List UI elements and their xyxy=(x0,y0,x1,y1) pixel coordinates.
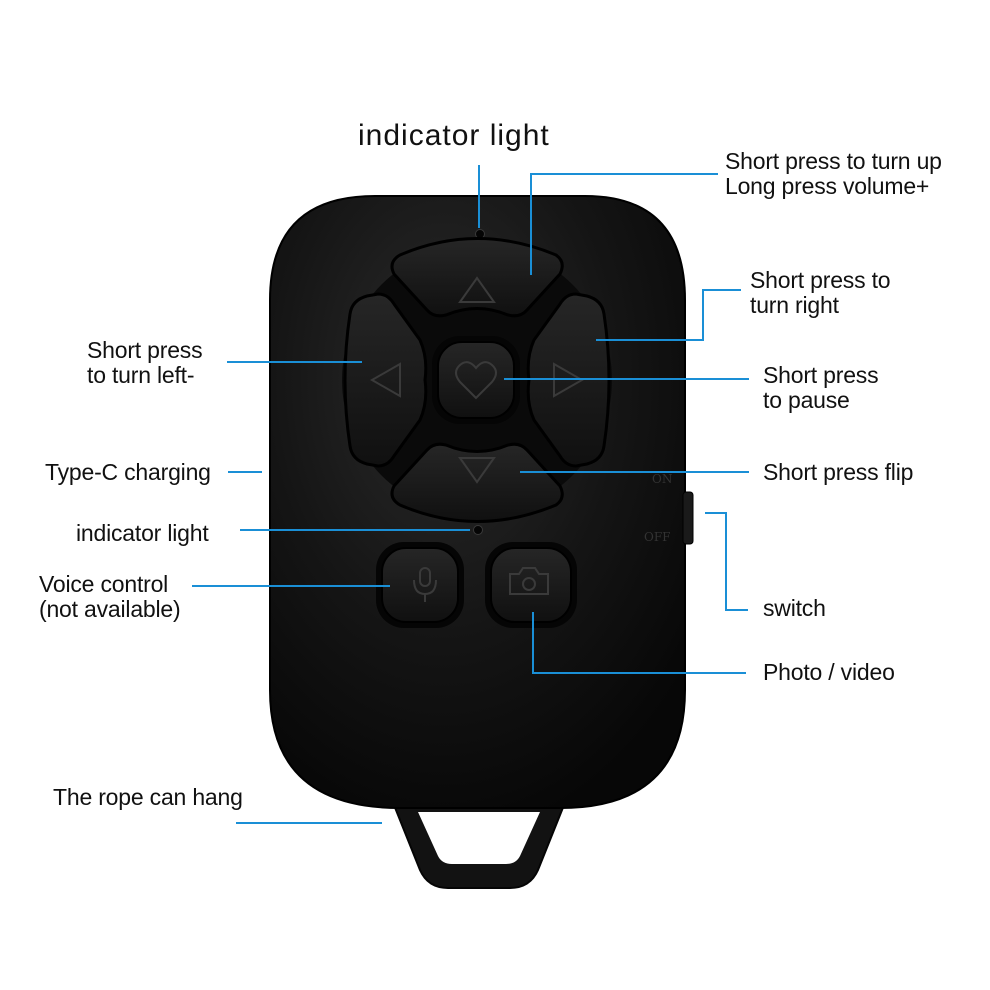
label-voice-control: Voice control (not available) xyxy=(39,571,181,622)
microphone-icon xyxy=(413,567,437,602)
label-turn-left-line1: Short press xyxy=(87,337,203,363)
label-volume-up-line2: Long press volume+ xyxy=(725,173,930,199)
label-indicator-light-top: indicator light xyxy=(358,119,550,152)
label-turn-right: Short press to turn right xyxy=(750,267,891,318)
power-switch[interactable] xyxy=(682,491,694,545)
hanging-loop-hole xyxy=(418,812,540,864)
label-type-c: Type-C charging xyxy=(45,459,211,485)
label-turn-right-line2: turn right xyxy=(750,292,839,318)
label-pause-line2: to pause xyxy=(763,387,850,413)
voice-button-face xyxy=(381,547,459,623)
label-voice-line1: Voice control xyxy=(39,571,169,597)
switch-on-mark: ON xyxy=(652,472,673,486)
left-button[interactable] xyxy=(343,292,428,468)
label-voice-line2: (not available) xyxy=(39,596,181,622)
indicator-light-bottom xyxy=(473,525,483,535)
label-indicator-light-bottom: indicator light xyxy=(76,520,209,546)
center-button-face xyxy=(437,341,515,419)
switch-off-mark: OFF xyxy=(644,530,671,544)
label-turn-left: Short press to turn left- xyxy=(87,337,203,388)
arrow-up-icon xyxy=(458,276,496,303)
arrow-down-icon xyxy=(458,457,496,484)
label-pause-line1: Short press xyxy=(763,362,879,388)
label-volume-up-line1: Short press to turn up xyxy=(725,148,942,174)
leader-volume-up xyxy=(530,173,718,275)
camera-icon xyxy=(509,567,549,595)
camera-button-face xyxy=(490,547,572,623)
leader-switch xyxy=(705,512,748,611)
label-turn-left-line2: to turn left- xyxy=(87,362,195,388)
label-pause: Short press to pause xyxy=(763,362,879,413)
label-rope: The rope can hang xyxy=(53,784,243,810)
label-turn-right-line1: Short press to xyxy=(750,267,891,293)
label-switch: switch xyxy=(763,595,826,621)
leader-turn-right xyxy=(596,289,741,341)
arrow-left-icon xyxy=(369,362,401,398)
label-photo-video: Photo / video xyxy=(763,659,895,685)
label-flip: Short press flip xyxy=(763,459,914,485)
leader-photo xyxy=(532,612,746,674)
heart-icon xyxy=(455,361,497,400)
leader-lines xyxy=(192,165,749,824)
label-volume-up: Short press to turn up Long press volume… xyxy=(725,149,942,199)
